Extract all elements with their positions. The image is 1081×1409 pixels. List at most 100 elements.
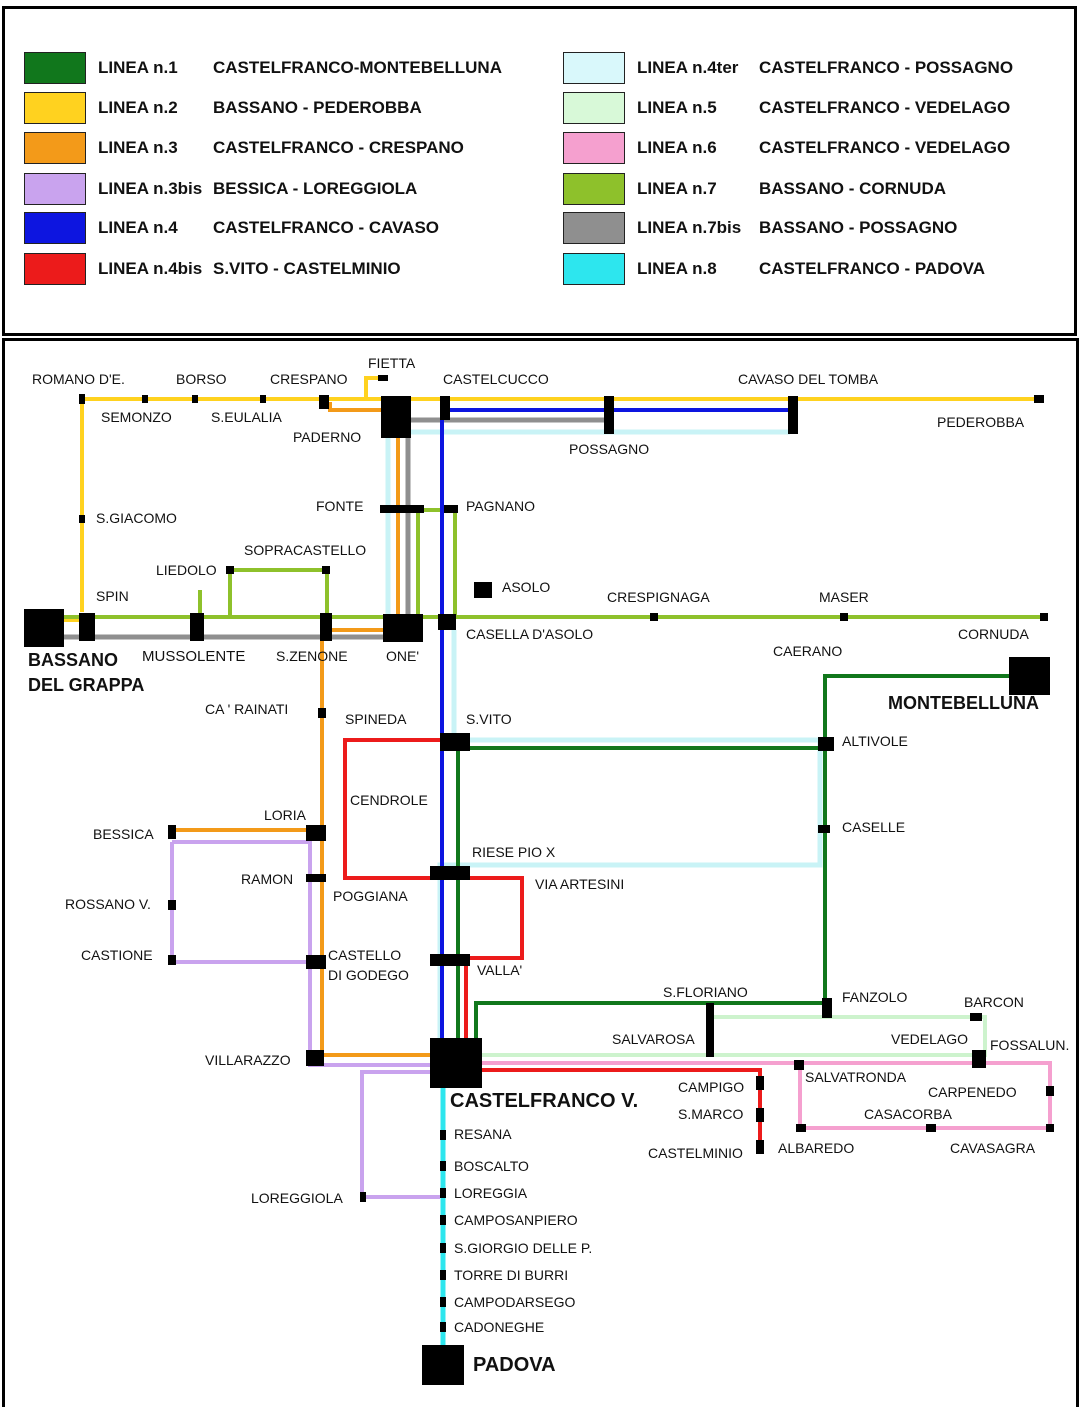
stop-castione: CASTIONE — [81, 947, 153, 963]
stop-sgiacomo: S.GIACOMO — [96, 510, 177, 526]
stop-castello-line2: DI GODEGO — [328, 967, 409, 983]
major-stations — [24, 396, 1050, 1385]
line-3bis-loreggiola — [360, 1070, 440, 1199]
stop-valla: VALLA' — [477, 962, 522, 978]
legend-line-number: LINEA n.1 — [98, 58, 178, 77]
asolo-marker — [474, 582, 492, 598]
line-4bis-route — [343, 738, 762, 1150]
line-1-fanzolo — [474, 748, 827, 1045]
line-5-swatch — [563, 92, 625, 124]
stop-carpenedo: CARPENEDO — [928, 1084, 1017, 1100]
legend-row-line-4bis: LINEA n.4bis S.VITO - CASTELMINIO — [24, 252, 401, 286]
stop-one: ONE' — [386, 648, 419, 664]
stop-caselle: CASELLE — [842, 819, 905, 835]
line-3bis-route — [172, 840, 430, 1067]
legend-line-number: LINEA n.8 — [637, 259, 717, 278]
legend-row-line-4: LINEA n.4 CASTELFRANCO - CAVASO — [24, 211, 439, 245]
legend-line-number: LINEA n.4 — [98, 218, 178, 237]
stop-salvarosa: SALVAROSA — [612, 1031, 695, 1047]
legend-row-line-5: LINEA n.5 CASTELFRANCO - VEDELAGO — [563, 91, 1010, 125]
stop-pederobba: PEDEROBBA — [937, 414, 1025, 430]
legend-row-line-1: LINEA n.1 CASTELFRANCO-MONTEBELLUNA — [24, 51, 502, 85]
legend-line-number: LINEA n.4bis — [98, 259, 203, 278]
stop-villarazzo: VILLARAZZO — [205, 1052, 291, 1068]
stop-crespignaga: CRESPIGNAGA — [607, 589, 710, 605]
stop-cornuda: CORNUDA — [958, 626, 1029, 642]
stop-bessica: BESSICA — [93, 826, 154, 842]
legend-row-line-3: LINEA n.3 CASTELFRANCO - CRESPANO — [24, 131, 464, 165]
stop-carainati: CA ' RAINATI — [205, 701, 288, 717]
stop-castelfranco: CASTELFRANCO V. — [450, 1090, 638, 1112]
stop-ramon: RAMON — [241, 871, 293, 887]
stop-asolo: ASOLO — [502, 579, 550, 595]
stop-fietta: FIETTA — [368, 355, 416, 371]
stop-cavaso: CAVASO DEL TOMBA — [738, 371, 879, 387]
legend-line-number: LINEA n.2 — [98, 98, 178, 117]
stop-labels: ROMANO D'E. BORSO CRESPANO FIETTA CASTEL… — [28, 355, 1069, 1376]
legend-route: CASTELFRANCO - VEDELAGO — [759, 98, 1011, 117]
legend-route: BASSANO - PEDEROBBA — [213, 98, 422, 117]
stop-torre: TORRE DI BURRI — [454, 1267, 568, 1283]
stop-loria: LORIA — [264, 807, 307, 823]
stop-fonte: FONTE — [316, 498, 363, 514]
stop-semonzo: SEMONZO — [101, 409, 172, 425]
legend-route: CASTELFRANCO - VEDELAGO — [759, 138, 1011, 157]
stop-salvatronda: SALVATRONDA — [805, 1069, 907, 1085]
stop-casella: CASELLA D'ASOLO — [466, 626, 593, 642]
stop-casacorba: CASACORBA — [864, 1106, 953, 1122]
stop-pagnano: PAGNANO — [466, 498, 535, 514]
stop-camposampiero: CAMPOSANPIERO — [454, 1212, 578, 1228]
line-3-route — [328, 402, 396, 412]
legend-row-line-7bis: LINEA n.7bis BASSANO - POSSAGNO — [563, 211, 957, 245]
line-4bis-swatch — [24, 253, 86, 285]
stop-smarco: S.MARCO — [678, 1106, 743, 1122]
stop-castelminio: CASTELMINIO — [648, 1145, 743, 1161]
line-3bis-swatch — [24, 173, 86, 205]
route-map-panel — [2, 338, 1079, 1407]
legend-route: CASTELFRANCO-MONTEBELLUNA — [213, 58, 502, 77]
legend-line-number: LINEA n.6 — [637, 138, 717, 157]
legend-route: BESSICA - LOREGGIOLA — [213, 179, 418, 198]
legend-line-number: LINEA n.4ter — [637, 58, 739, 77]
paderno-hub-marker — [381, 396, 411, 438]
padova-station-marker — [422, 1345, 464, 1385]
stop-riese: RIESE PIO X — [472, 844, 556, 860]
line-2-swatch — [24, 92, 86, 124]
stop-resana: RESANA — [454, 1126, 512, 1142]
stop-cadoneghe: CADONEGHE — [454, 1319, 544, 1335]
legend-row-line-4ter: LINEA n.4ter CASTELFRANCO - POSSAGNO — [563, 51, 1013, 85]
line-7-swatch — [563, 173, 625, 205]
line-4ter-swatch — [563, 52, 625, 84]
line-7bis-swatch — [563, 212, 625, 244]
legend-route: CASTELFRANCO - PADOVA — [759, 259, 986, 278]
stop-sfloriano: S.FLORIANO — [663, 984, 748, 1000]
legend-line-number: LINEA n.7 — [637, 179, 717, 198]
line-6-swatch — [563, 132, 625, 164]
stop-paderno: PADERNO — [293, 429, 361, 445]
stop-fanzolo: FANZOLO — [842, 989, 907, 1005]
stop-bassano-line2: DEL GRAPPA — [28, 675, 144, 695]
line-3-swatch — [24, 132, 86, 164]
stop-rossano: ROSSANO V. — [65, 896, 151, 912]
stop-cendrole: CENDROLE — [350, 792, 428, 808]
stop-castello-line1: CASTELLO — [328, 947, 401, 963]
legend-route: S.VITO - CASTELMINIO — [213, 259, 401, 278]
stop-loreggia: LOREGGIA — [454, 1185, 528, 1201]
montebelluna-station-marker — [1009, 657, 1050, 695]
legend-row-line-7: LINEA n.7 BASSANO - CORNUDA — [563, 172, 946, 206]
stop-romano: ROMANO D'E. — [32, 371, 125, 387]
legend-line-number: LINEA n.7bis — [637, 218, 742, 237]
legend-row-line-2: LINEA n.2 BASSANO - PEDEROBBA — [24, 91, 422, 125]
line-4-swatch — [24, 212, 86, 244]
bassano-station-marker — [24, 609, 64, 647]
line-2-fietta-branch — [364, 376, 384, 399]
stop-altivole: ALTIVOLE — [842, 733, 908, 749]
stop-bassano-line1: BASSANO — [28, 650, 118, 670]
stop-caerano: CAERANO — [773, 643, 842, 659]
stop-barcon: BARCON — [964, 994, 1024, 1010]
stop-vedelago: VEDELAGO — [891, 1031, 968, 1047]
legend-route: CASTELFRANCO - CRESPANO — [213, 138, 464, 157]
line-7-pagnano — [416, 508, 457, 617]
legend-route: BASSANO - POSSAGNO — [759, 218, 958, 237]
